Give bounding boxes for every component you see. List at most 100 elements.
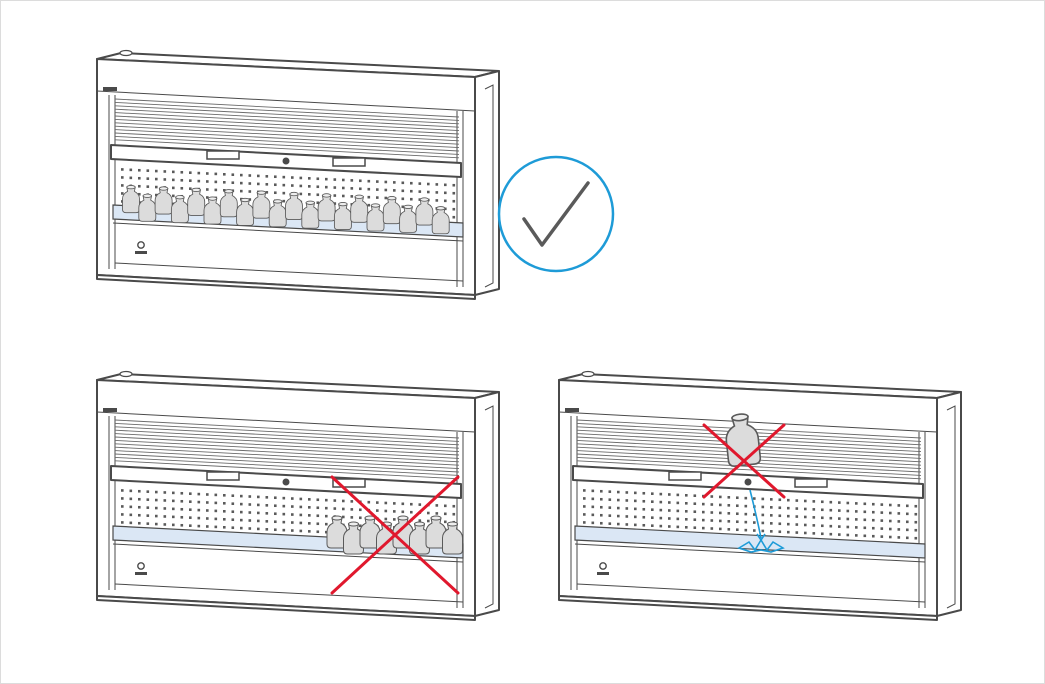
peg-hole (898, 520, 901, 523)
peg-hole (206, 525, 209, 528)
peg-hole (804, 500, 807, 503)
peg-hole (838, 509, 841, 512)
weight-top (241, 198, 250, 201)
peg-hole (736, 504, 739, 507)
peg-hole (609, 514, 612, 517)
peg-hole (172, 524, 175, 527)
peg-hole (838, 517, 841, 520)
peg-hole (444, 184, 447, 187)
peg-hole (351, 179, 354, 182)
peg-hole (283, 513, 286, 516)
peg-hole (660, 517, 663, 520)
peg-hole (770, 530, 773, 533)
peg-hole (300, 498, 303, 501)
peg-hole (317, 498, 320, 501)
peg-hole (223, 518, 226, 521)
peg-hole (643, 516, 646, 519)
peg-hole (847, 502, 850, 505)
peg-hole (130, 514, 133, 517)
peg-hole (121, 513, 124, 516)
peg-hole (232, 526, 235, 529)
peg-hole (385, 197, 388, 200)
lock-icon (745, 479, 752, 486)
peg-hole (274, 175, 277, 178)
peg-hole (274, 191, 277, 194)
peg-hole (291, 184, 294, 187)
peg-hole (283, 176, 286, 179)
peg-hole (274, 496, 277, 499)
peg-hole (796, 531, 799, 534)
peg-hole (342, 187, 345, 190)
peg-hole (215, 502, 218, 505)
peg-hole (189, 500, 192, 503)
peg-hole (453, 216, 456, 219)
peg-hole (402, 198, 405, 201)
peg-hole (257, 175, 260, 178)
peg-hole (215, 189, 218, 192)
peg-hole (138, 514, 141, 517)
peg-hole (668, 517, 671, 520)
peg-hole (915, 537, 918, 540)
top-knob (120, 372, 132, 377)
peg-hole (155, 170, 158, 173)
peg-hole (181, 171, 184, 174)
peg-hole (249, 190, 252, 193)
peg-hole (266, 512, 269, 515)
peg-hole (181, 179, 184, 182)
peg-hole (660, 509, 663, 512)
peg-hole (215, 494, 218, 497)
peg-hole (240, 182, 243, 185)
peg-hole (393, 502, 396, 505)
peg-hole (745, 529, 748, 532)
peg-hole (283, 529, 286, 532)
peg-hole (376, 509, 379, 512)
peg-hole (198, 180, 201, 183)
peg-hole (155, 491, 158, 494)
peg-hole (592, 514, 595, 517)
peg-hole (889, 536, 892, 539)
peg-hole (249, 182, 252, 185)
peg-hole (147, 490, 150, 493)
peg-hole (600, 506, 603, 509)
peg-hole (864, 535, 867, 538)
peg-hole (787, 515, 790, 518)
peg-hole (855, 502, 858, 505)
peg-hole (626, 499, 629, 502)
peg-hole (291, 497, 294, 500)
peg-hole (189, 171, 192, 174)
peg-hole (651, 492, 654, 495)
peg-hole (342, 179, 345, 182)
peg-hole (130, 490, 133, 493)
peg-hole (266, 496, 269, 499)
peg-hole (308, 177, 311, 180)
peg-hole (881, 527, 884, 530)
peg-hole (702, 527, 705, 530)
peg-hole (164, 523, 167, 526)
peg-hole (745, 521, 748, 524)
peg-hole (668, 501, 671, 504)
peg-hole (787, 507, 790, 510)
peg-hole (300, 193, 303, 196)
peg-hole (677, 518, 680, 521)
peg-hole (855, 526, 858, 529)
weight-top (355, 195, 364, 198)
peg-hole (138, 522, 141, 525)
peg-hole (830, 525, 833, 528)
peg-hole (317, 177, 320, 180)
peg-hole (813, 508, 816, 511)
peg-hole (617, 515, 620, 518)
peg-hole (796, 523, 799, 526)
peg-hole (308, 506, 311, 509)
peg-hole (121, 176, 124, 179)
weight-top (420, 198, 429, 201)
peg-hole (745, 497, 748, 500)
peg-hole (898, 536, 901, 539)
peg-hole (600, 490, 603, 493)
peg-hole (847, 526, 850, 529)
peg-hole (872, 535, 875, 538)
weight-top (404, 205, 413, 208)
peg-hole (821, 532, 824, 535)
peg-hole (291, 521, 294, 524)
peg-hole (626, 523, 629, 526)
